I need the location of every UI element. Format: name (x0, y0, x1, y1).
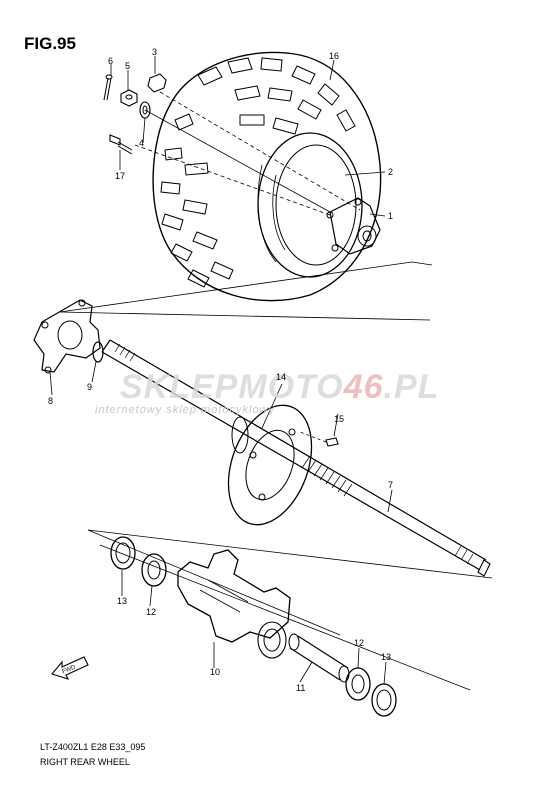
callout-3: 3 (152, 47, 158, 57)
callout-13-left: 13 (117, 596, 128, 606)
brake-disc (227, 404, 313, 526)
spacer-tube (288, 633, 350, 683)
callout-15: 15 (334, 414, 345, 424)
callout-2: 2 (388, 167, 394, 177)
callout-17: 17 (115, 171, 126, 181)
model-code: LT-Z400ZL1 E28 E33_095 (40, 742, 146, 752)
callout-1: 1 (388, 211, 394, 221)
callout-10: 10 (210, 667, 221, 677)
callout-12-left: 12 (146, 607, 157, 617)
wheel-hub (326, 197, 381, 255)
callout-14: 14 (276, 372, 287, 382)
watermark-logo: SKLEPMOTO46.PL (120, 368, 439, 407)
guide-lines (59, 91, 493, 691)
callout-5: 5 (125, 61, 131, 71)
watermark-tagline: internetowy sklep motocyklowy (95, 404, 276, 416)
watermark-part-3: 46 (343, 368, 384, 406)
tire (152, 51, 382, 302)
watermark-part-2: MOTO (238, 368, 344, 406)
wheel-nut (147, 73, 167, 93)
cotter-pin (103, 74, 113, 101)
bearing-left (141, 553, 167, 587)
watermark-part-4: .PL (383, 368, 440, 406)
callout-6: 6 (108, 56, 114, 66)
disc-bolt (299, 431, 339, 447)
callout-9: 9 (87, 382, 93, 392)
callout-16: 16 (329, 51, 340, 61)
axle-housing (177, 549, 291, 659)
figure-title: FIG.95 (24, 34, 76, 53)
drive-hub-flange (33, 299, 101, 374)
part-name: RIGHT REAR WHEEL (40, 757, 130, 767)
wheel-stud (109, 134, 133, 155)
fwd-arrow-icon (51, 656, 89, 680)
callout-12-right: 12 (354, 638, 365, 648)
callout-13-right: 13 (381, 652, 392, 662)
bearing-right (345, 667, 371, 701)
oil-seal-right (371, 683, 397, 717)
rear-axle (101, 339, 491, 577)
watermark-part-1: SKLEP (120, 368, 239, 406)
fwd-label: FWD (62, 664, 78, 675)
leader-lines (49, 56, 393, 685)
oil-seal-left (110, 536, 136, 570)
castle-nut (120, 89, 138, 107)
callout-4: 4 (139, 138, 145, 148)
callout-11: 11 (296, 683, 306, 693)
callout-7: 7 (388, 480, 394, 490)
callout-8: 8 (48, 396, 54, 406)
